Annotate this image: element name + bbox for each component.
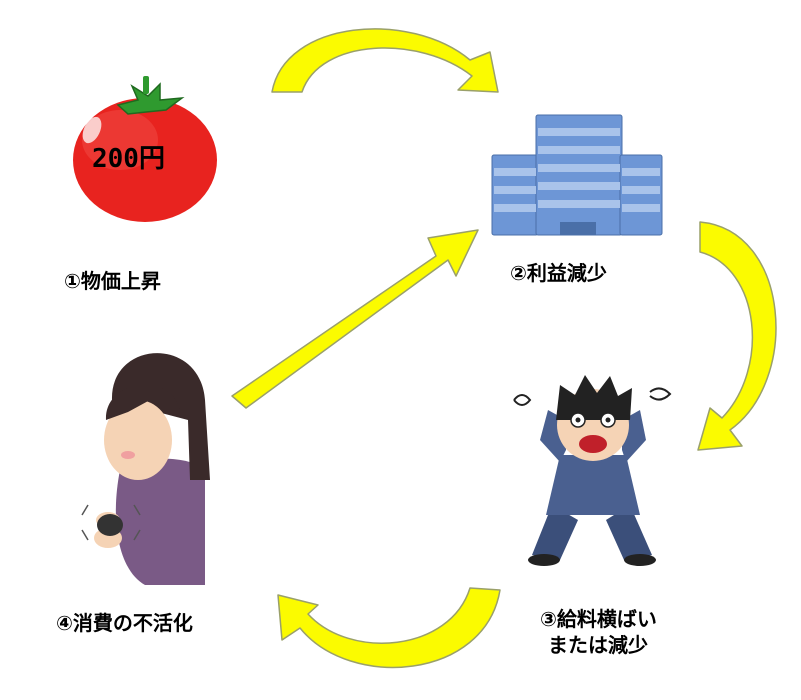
tomato-price-text: 200円 (92, 144, 165, 174)
step4-label: ④消費の不活化 (56, 611, 193, 635)
arrow-step2-to-step3 (697, 221, 777, 451)
step3-label-line2: または減少 (548, 633, 648, 657)
step3-label-line1: ③給料横ばい (540, 607, 657, 631)
step3-label: ③給料横ばい または減少 (540, 606, 657, 658)
arrow-step4-to-step2 (231, 229, 479, 409)
step1-label: ①物価上昇 (64, 269, 161, 293)
step2-label: ②利益減少 (510, 261, 607, 285)
arrow-step1-to-step2 (271, 28, 499, 93)
arrow-step3-to-step4 (277, 587, 501, 669)
